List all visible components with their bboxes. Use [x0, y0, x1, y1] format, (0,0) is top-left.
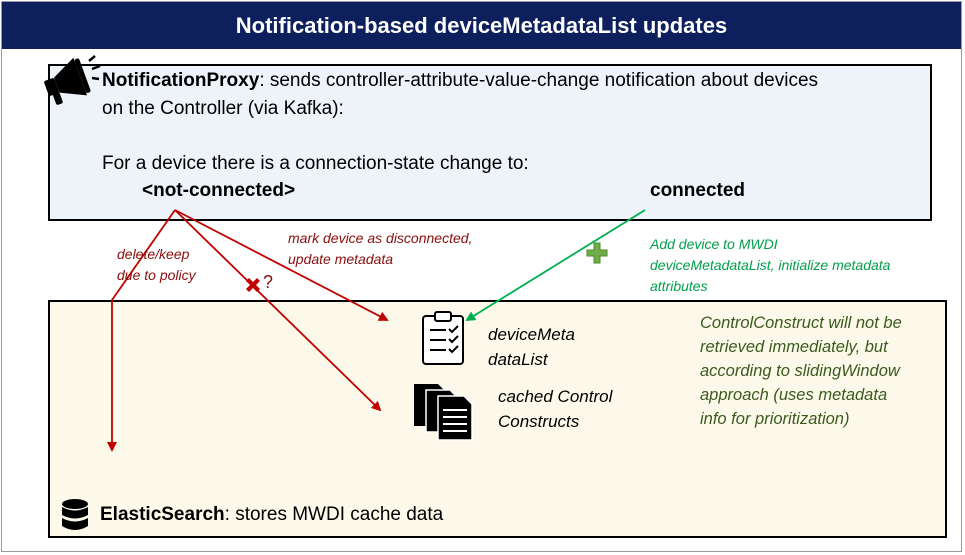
elasticsearch-box	[48, 300, 947, 538]
elasticsearch-desc: : stores MWDI cache data	[224, 504, 444, 525]
arrow-delete-keep	[107, 209, 176, 452]
delete-keep-label-1: delete/keep	[117, 246, 190, 262]
plus-icon	[586, 242, 608, 264]
sliding-window-note-5: info for prioritization)	[700, 410, 850, 428]
mark-disconnected-label-2: update metadata	[288, 251, 394, 267]
proxy-description-line1: NotificationProxy: sends controller-attr…	[102, 70, 818, 92]
add-device-label-3: attributes	[650, 278, 708, 294]
sliding-window-note-1: ControlConstruct will not be	[700, 314, 902, 332]
diagram-title: Notification-based deviceMetadataList up…	[2, 2, 961, 49]
add-device-label-2: deviceMetadataList, initialize metadata	[650, 257, 891, 273]
documents-icon	[414, 384, 473, 441]
state-intro: For a device there is a connection-state…	[102, 153, 529, 174]
cached-control-constructs-label-2: Constructs	[498, 412, 580, 431]
proxy-name: NotificationProxy	[102, 70, 260, 91]
arrow-to-device-metadata	[174, 209, 389, 321]
arrow-to-cached-constructs	[174, 209, 382, 412]
question-mark: ?	[263, 272, 274, 292]
device-metadata-list-label-2: dataList	[488, 350, 548, 369]
x-mark-icon	[246, 278, 260, 292]
state-not-connected: <not-connected>	[142, 180, 296, 201]
elasticsearch-label: ElasticSearch: stores MWDI cache data	[100, 504, 443, 526]
state-connected: connected	[650, 180, 746, 201]
proxy-description-line2: on the Controller (via Kafka):	[102, 98, 344, 119]
mark-disconnected-label-1: mark device as disconnected,	[288, 230, 473, 246]
add-device-label-1: Add device to MWDI	[650, 236, 778, 252]
cached-control-constructs-label-1: cached Control	[498, 387, 613, 406]
database-icon	[62, 499, 88, 530]
arrow-add-device	[465, 209, 646, 322]
megaphone-icon	[44, 55, 101, 105]
sliding-window-note-4: approach (uses metadata	[700, 386, 888, 404]
device-metadata-list-label-1: deviceMeta	[488, 325, 575, 344]
checklist-icon	[422, 311, 464, 365]
sliding-window-note-3: according to slidingWindow	[700, 362, 900, 380]
proxy-desc-text: : sends controller-attribute-value-chang…	[259, 70, 819, 91]
elasticsearch-name: ElasticSearch	[100, 504, 225, 525]
delete-keep-label-2: due to policy	[117, 267, 196, 283]
sliding-window-note-2: retrieved immediately, but	[700, 338, 888, 356]
notification-proxy-box	[48, 64, 932, 221]
